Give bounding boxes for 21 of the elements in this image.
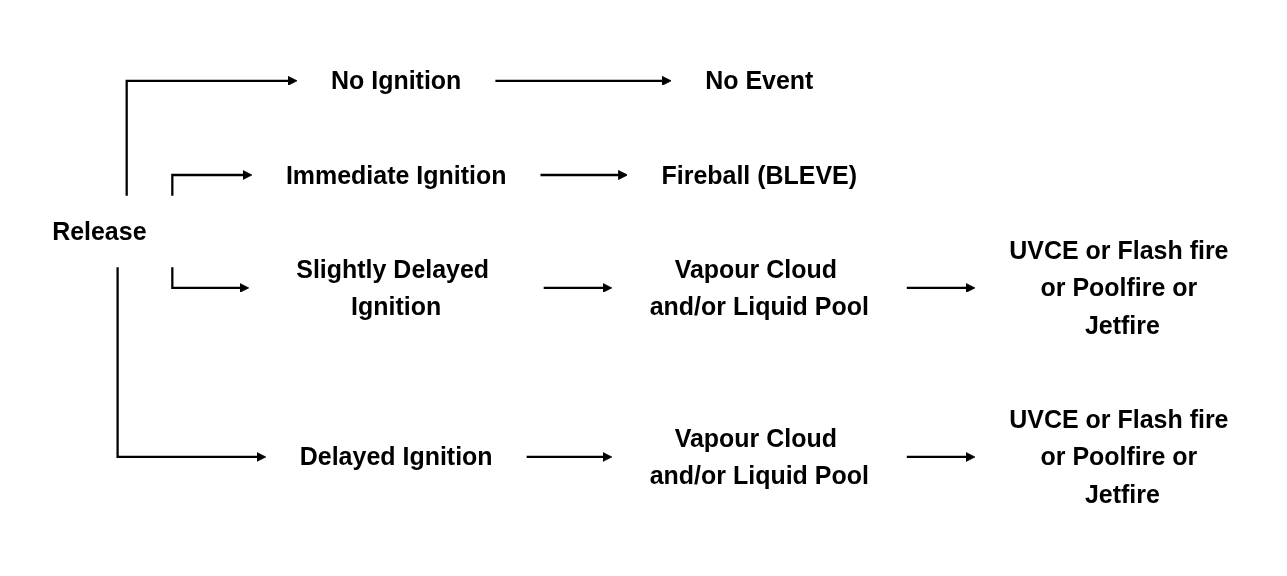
arrow — [125, 76, 297, 197]
node-text: Vapour Cloud and/or Liquid Pool — [649, 255, 869, 322]
node-text: No Ignition — [330, 67, 461, 96]
arrow — [170, 170, 252, 197]
node-text: Slightly Delayed Ignition — [295, 255, 489, 322]
arrow — [525, 452, 612, 463]
node-text: UVCE or Flash fire or Poolfire or Jetfire — [1008, 405, 1229, 509]
node-text: Delayed Ignition — [299, 443, 493, 472]
arrow — [542, 283, 612, 294]
node-text: No Event — [704, 67, 813, 96]
arrow — [170, 267, 249, 294]
arrow — [905, 452, 975, 463]
arrow — [115, 267, 266, 463]
node-text: Fireball (BLEVE) — [660, 161, 857, 190]
node-text: UVCE or Flash fire or Poolfire or Jetfire — [1008, 236, 1229, 340]
arrow — [493, 76, 672, 87]
node-text: Immediate Ignition — [285, 161, 506, 190]
node-text: Vapour Cloud and/or Liquid Pool — [649, 424, 869, 491]
arrow — [905, 283, 975, 294]
node-text: Release — [51, 217, 147, 247]
arrow — [538, 170, 628, 181]
